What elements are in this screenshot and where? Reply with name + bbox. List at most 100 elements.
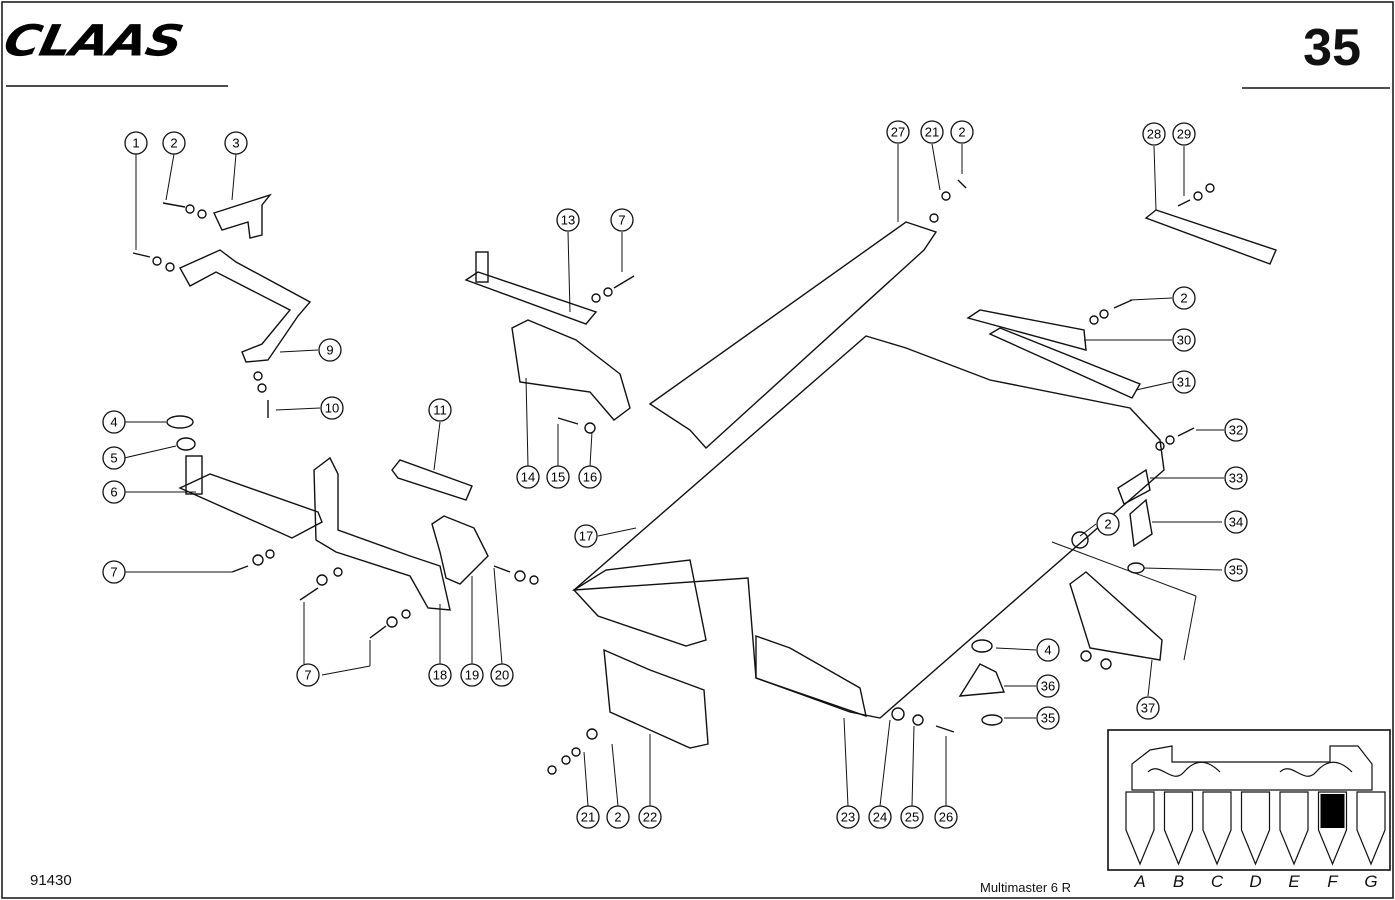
callout-circle: [1172, 328, 1196, 352]
callout-1: 1: [124, 131, 148, 155]
callout-number: 22: [643, 810, 657, 825]
part-6-plate: [178, 473, 323, 539]
callout-circle: [576, 805, 600, 829]
legend-letter-E: E: [1288, 872, 1300, 891]
callout-number: 34: [1229, 515, 1243, 530]
callout-number: 7: [618, 213, 625, 228]
callout-circle: [428, 663, 452, 687]
callout-22: 22: [638, 805, 662, 829]
callout-number: 28: [1147, 127, 1161, 142]
callout-number: 1: [132, 136, 139, 151]
callout-30: 30: [1172, 328, 1196, 352]
legend-letter-C: C: [1210, 872, 1224, 891]
row-unit-A: [1125, 791, 1155, 866]
callout-number: 33: [1229, 471, 1243, 486]
callout-11: 11: [428, 398, 452, 422]
legend-letter-D: D: [1249, 872, 1262, 891]
callout-circle: [934, 805, 958, 829]
legend-letter-B: B: [1172, 872, 1185, 891]
callout-circle: [102, 410, 126, 434]
part-14-bracket: [511, 319, 631, 421]
callout-2: 2: [162, 131, 186, 155]
callout-5: 5: [102, 446, 126, 470]
header-sketch: [1131, 745, 1373, 791]
row-unit-G: [1356, 791, 1386, 866]
part-3-bracket: [213, 193, 272, 239]
callout-14: 14: [516, 465, 540, 489]
callout-circle: [836, 805, 860, 829]
callout-circle: [516, 465, 540, 489]
callout-circle: [556, 208, 580, 232]
callout-number: 14: [521, 470, 535, 485]
callout-4: 4: [102, 410, 126, 434]
callout-circle: [578, 465, 602, 489]
callout-number: 21: [581, 810, 595, 825]
callout-number: 36: [1041, 679, 1055, 694]
callout-4: 4: [1036, 638, 1060, 662]
callout-circle: [460, 663, 484, 687]
part-19-block: [431, 515, 489, 585]
callout-number: 18: [433, 668, 447, 683]
exploded-parts-drawing: [132, 179, 1277, 775]
callout-29: 29: [1172, 122, 1196, 146]
callout-26: 26: [934, 805, 958, 829]
callout-circle: [1172, 122, 1196, 146]
callout-circle: [318, 338, 342, 362]
callout-circle: [950, 120, 974, 144]
callout-circle: [102, 446, 126, 470]
part-37-gusset: [1069, 571, 1163, 661]
callout-number: 2: [614, 810, 621, 825]
drawing-number: 91430: [30, 872, 72, 889]
callout-number: 5: [110, 451, 117, 466]
callout-number: 24: [873, 810, 887, 825]
callout-number: 31: [1177, 375, 1191, 390]
callout-number: 15: [551, 470, 565, 485]
callout-number: 25: [905, 810, 919, 825]
part-23-tray: [755, 635, 867, 718]
callout-25: 25: [900, 805, 924, 829]
callout-circle: [162, 131, 186, 155]
callout-7: 7: [296, 663, 320, 687]
callout-number: 20: [495, 668, 509, 683]
callout-17: 17: [574, 524, 598, 548]
callout-circle: [1142, 122, 1166, 146]
callout-number: 2: [958, 125, 965, 140]
callout-23: 23: [836, 805, 860, 829]
leader-lines: [123, 143, 1224, 807]
callout-19: 19: [460, 663, 484, 687]
callout-circle: [1036, 706, 1060, 730]
callout-28: 28: [1142, 122, 1166, 146]
callout-24: 24: [868, 805, 892, 829]
callout-circle: [886, 120, 910, 144]
callout-circle: [1224, 418, 1248, 442]
callout-32: 32: [1224, 418, 1248, 442]
callout-number: 2: [170, 136, 177, 151]
callout-10: 10: [320, 396, 344, 420]
callout-circle: [224, 131, 248, 155]
callout-18: 18: [428, 663, 452, 687]
part-22-plate: [603, 648, 709, 749]
callout-number: 2: [1180, 291, 1187, 306]
callout-number: 35: [1041, 711, 1055, 726]
part-17-housing: [571, 335, 1165, 719]
part-18-bracket: [313, 456, 451, 611]
callout-number: 10: [325, 401, 339, 416]
part-28-strip: [1144, 209, 1277, 265]
callout-2: 2: [606, 805, 630, 829]
callout-circle: [296, 663, 320, 687]
callout-number: 13: [561, 213, 575, 228]
position-legend: [1107, 729, 1391, 871]
callout-number: 19: [465, 668, 479, 683]
callout-3: 3: [224, 131, 248, 155]
callout-31: 31: [1172, 370, 1196, 394]
callout-circle: [1136, 696, 1160, 720]
part-34-bracket: [1129, 498, 1153, 548]
callout-number: 26: [939, 810, 953, 825]
legend-letter-A: A: [1134, 872, 1146, 891]
callout-number: 4: [1044, 643, 1051, 658]
callout-circle: [1036, 674, 1060, 698]
part-11-strip: [391, 459, 473, 501]
